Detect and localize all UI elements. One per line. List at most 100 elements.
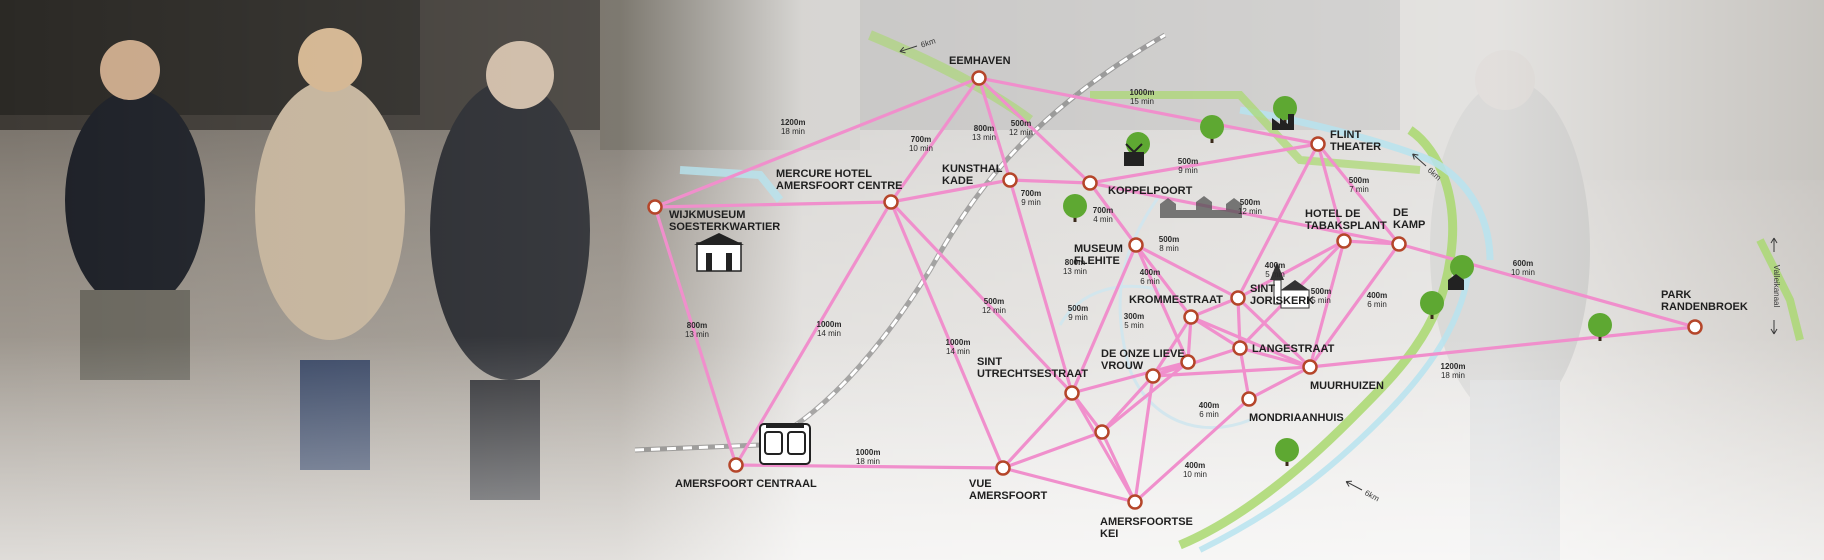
- route-distance: 1200m: [781, 118, 806, 127]
- route-museumflehite-krommestraat: [1134, 243, 1193, 319]
- route-museumflehite-sintjoriskerk: [1134, 243, 1240, 300]
- route-muurhuizen-parkrandenbroek: [1308, 325, 1697, 369]
- location-node-langestraat[interactable]: [1232, 340, 1248, 356]
- route-dekamp-parkrandenbroek: [1397, 242, 1697, 329]
- location-node-kei[interactable]: [1127, 494, 1143, 510]
- location-node-wijkmuseum[interactable]: [647, 199, 663, 215]
- location-label-line: HOTEL DE: [1305, 208, 1360, 220]
- route-wijkmuseum-mercure: [653, 200, 893, 209]
- location-node-eemhaven[interactable]: [971, 70, 987, 86]
- route-distance: 400m: [1140, 268, 1160, 277]
- location-label-line: SINT: [1250, 283, 1275, 295]
- route-distance: 500m: [1011, 119, 1031, 128]
- route-walk-time: 10 min: [1511, 268, 1535, 277]
- route-walk-time: 10 min: [1183, 470, 1207, 479]
- route-muurhuizen-mondriaanhuis: [1247, 365, 1312, 401]
- location-node-krommestraat[interactable]: [1183, 309, 1199, 325]
- route-distance: 500m: [1240, 198, 1260, 207]
- location-node-tabaksplant[interactable]: [1336, 233, 1352, 249]
- route-mercure-vue: [889, 200, 1005, 470]
- route-langestraat-mondriaanhuis: [1238, 346, 1251, 401]
- farm-icon: [1448, 274, 1464, 290]
- route-walk-time: 12 min: [1009, 128, 1033, 137]
- location-label-line: WIJKMUSEUM: [669, 209, 745, 221]
- tree-icon: [1275, 438, 1299, 466]
- location-node-mercure[interactable]: [883, 194, 899, 210]
- route-museumflehite-utrechtsestraat: [1070, 243, 1138, 395]
- location-label-line: KAMP: [1393, 219, 1425, 231]
- route-walk-time: 5 min: [1124, 321, 1144, 330]
- route-mercure-utrechtsestraat: [889, 200, 1074, 395]
- location-node-mid2[interactable]: [1094, 424, 1110, 440]
- route-flint-tabaksplant: [1316, 142, 1346, 243]
- route-distance: 700m: [1021, 189, 1041, 198]
- route-walk-time: 6 min: [1367, 300, 1387, 309]
- route-wijkmuseum-centraal: [653, 205, 738, 467]
- route-distance: 1000m: [856, 448, 881, 457]
- route-distance: 1000m: [817, 320, 842, 329]
- city-gate-icon: [1160, 196, 1242, 218]
- route-mid1-kei: [1133, 374, 1155, 504]
- location-label-line: UTRECHTSESTRAAT: [977, 368, 1088, 380]
- location-label-muurhuizen: MUURHUIZEN: [1310, 380, 1384, 392]
- location-node-vue[interactable]: [995, 460, 1011, 476]
- route-mercure-centraal: [734, 200, 893, 467]
- location-node-kunsthal[interactable]: [1002, 172, 1018, 188]
- route-tabaksplant-sintjoriskerk: [1236, 239, 1346, 300]
- location-node-utrechtsestraat[interactable]: [1064, 385, 1080, 401]
- factory-icon: [1272, 114, 1294, 130]
- route-walk-time: 13 min: [685, 330, 709, 339]
- route-distance: 700m: [911, 135, 931, 144]
- route-koppelpoort-dekamp: [1088, 181, 1401, 246]
- location-node-onzelieve[interactable]: [1180, 354, 1196, 370]
- location-label-line: FLINT: [1330, 129, 1361, 141]
- canal-west: [679, 166, 784, 203]
- route-distance: 800m: [974, 124, 994, 133]
- windmill-icon: [1124, 143, 1144, 166]
- location-label-line: EEMHAVEN: [949, 55, 1011, 67]
- route-flint-dekamp: [1316, 142, 1401, 246]
- location-node-muurhuizen[interactable]: [1302, 359, 1318, 375]
- route-distance: 500m: [1349, 176, 1369, 185]
- location-label-line: AMERSFOORT: [969, 490, 1048, 502]
- tree-icon: [1200, 115, 1224, 143]
- route-walk-time: 14 min: [946, 347, 970, 356]
- trees: [1063, 96, 1612, 466]
- location-node-parkrandenbroek[interactable]: [1687, 319, 1703, 335]
- route-distance: 400m: [1265, 261, 1285, 270]
- location-label-line: LANGESTRAAT: [1252, 343, 1335, 355]
- location-node-mondriaanhuis[interactable]: [1241, 391, 1257, 407]
- location-node-sintjoriskerk[interactable]: [1230, 290, 1246, 306]
- route-kunsthal-koppelpoort: [1008, 178, 1092, 185]
- location-node-mid1[interactable]: [1145, 368, 1161, 384]
- route-distance: 500m: [1311, 287, 1331, 296]
- location-nodes: [647, 70, 1703, 510]
- location-node-koppelpoort[interactable]: [1082, 175, 1098, 191]
- location-label-langestraat: LANGESTRAAT: [1252, 343, 1335, 355]
- location-label-line: KOPPELPOORT: [1108, 185, 1193, 197]
- location-node-flint[interactable]: [1310, 136, 1326, 152]
- route-walk-time: 18 min: [856, 457, 880, 466]
- route-krommestraat-muurhuizen: [1189, 315, 1312, 369]
- location-node-museumflehite[interactable]: [1128, 237, 1144, 253]
- location-label-line: JORISKERK: [1250, 295, 1314, 307]
- location-node-centraal[interactable]: [728, 457, 744, 473]
- location-label-line: KADE: [942, 175, 973, 187]
- location-label-line: AMERSFOORTSE: [1100, 516, 1193, 528]
- tree-icon: [1063, 194, 1087, 222]
- location-node-dekamp[interactable]: [1391, 236, 1407, 252]
